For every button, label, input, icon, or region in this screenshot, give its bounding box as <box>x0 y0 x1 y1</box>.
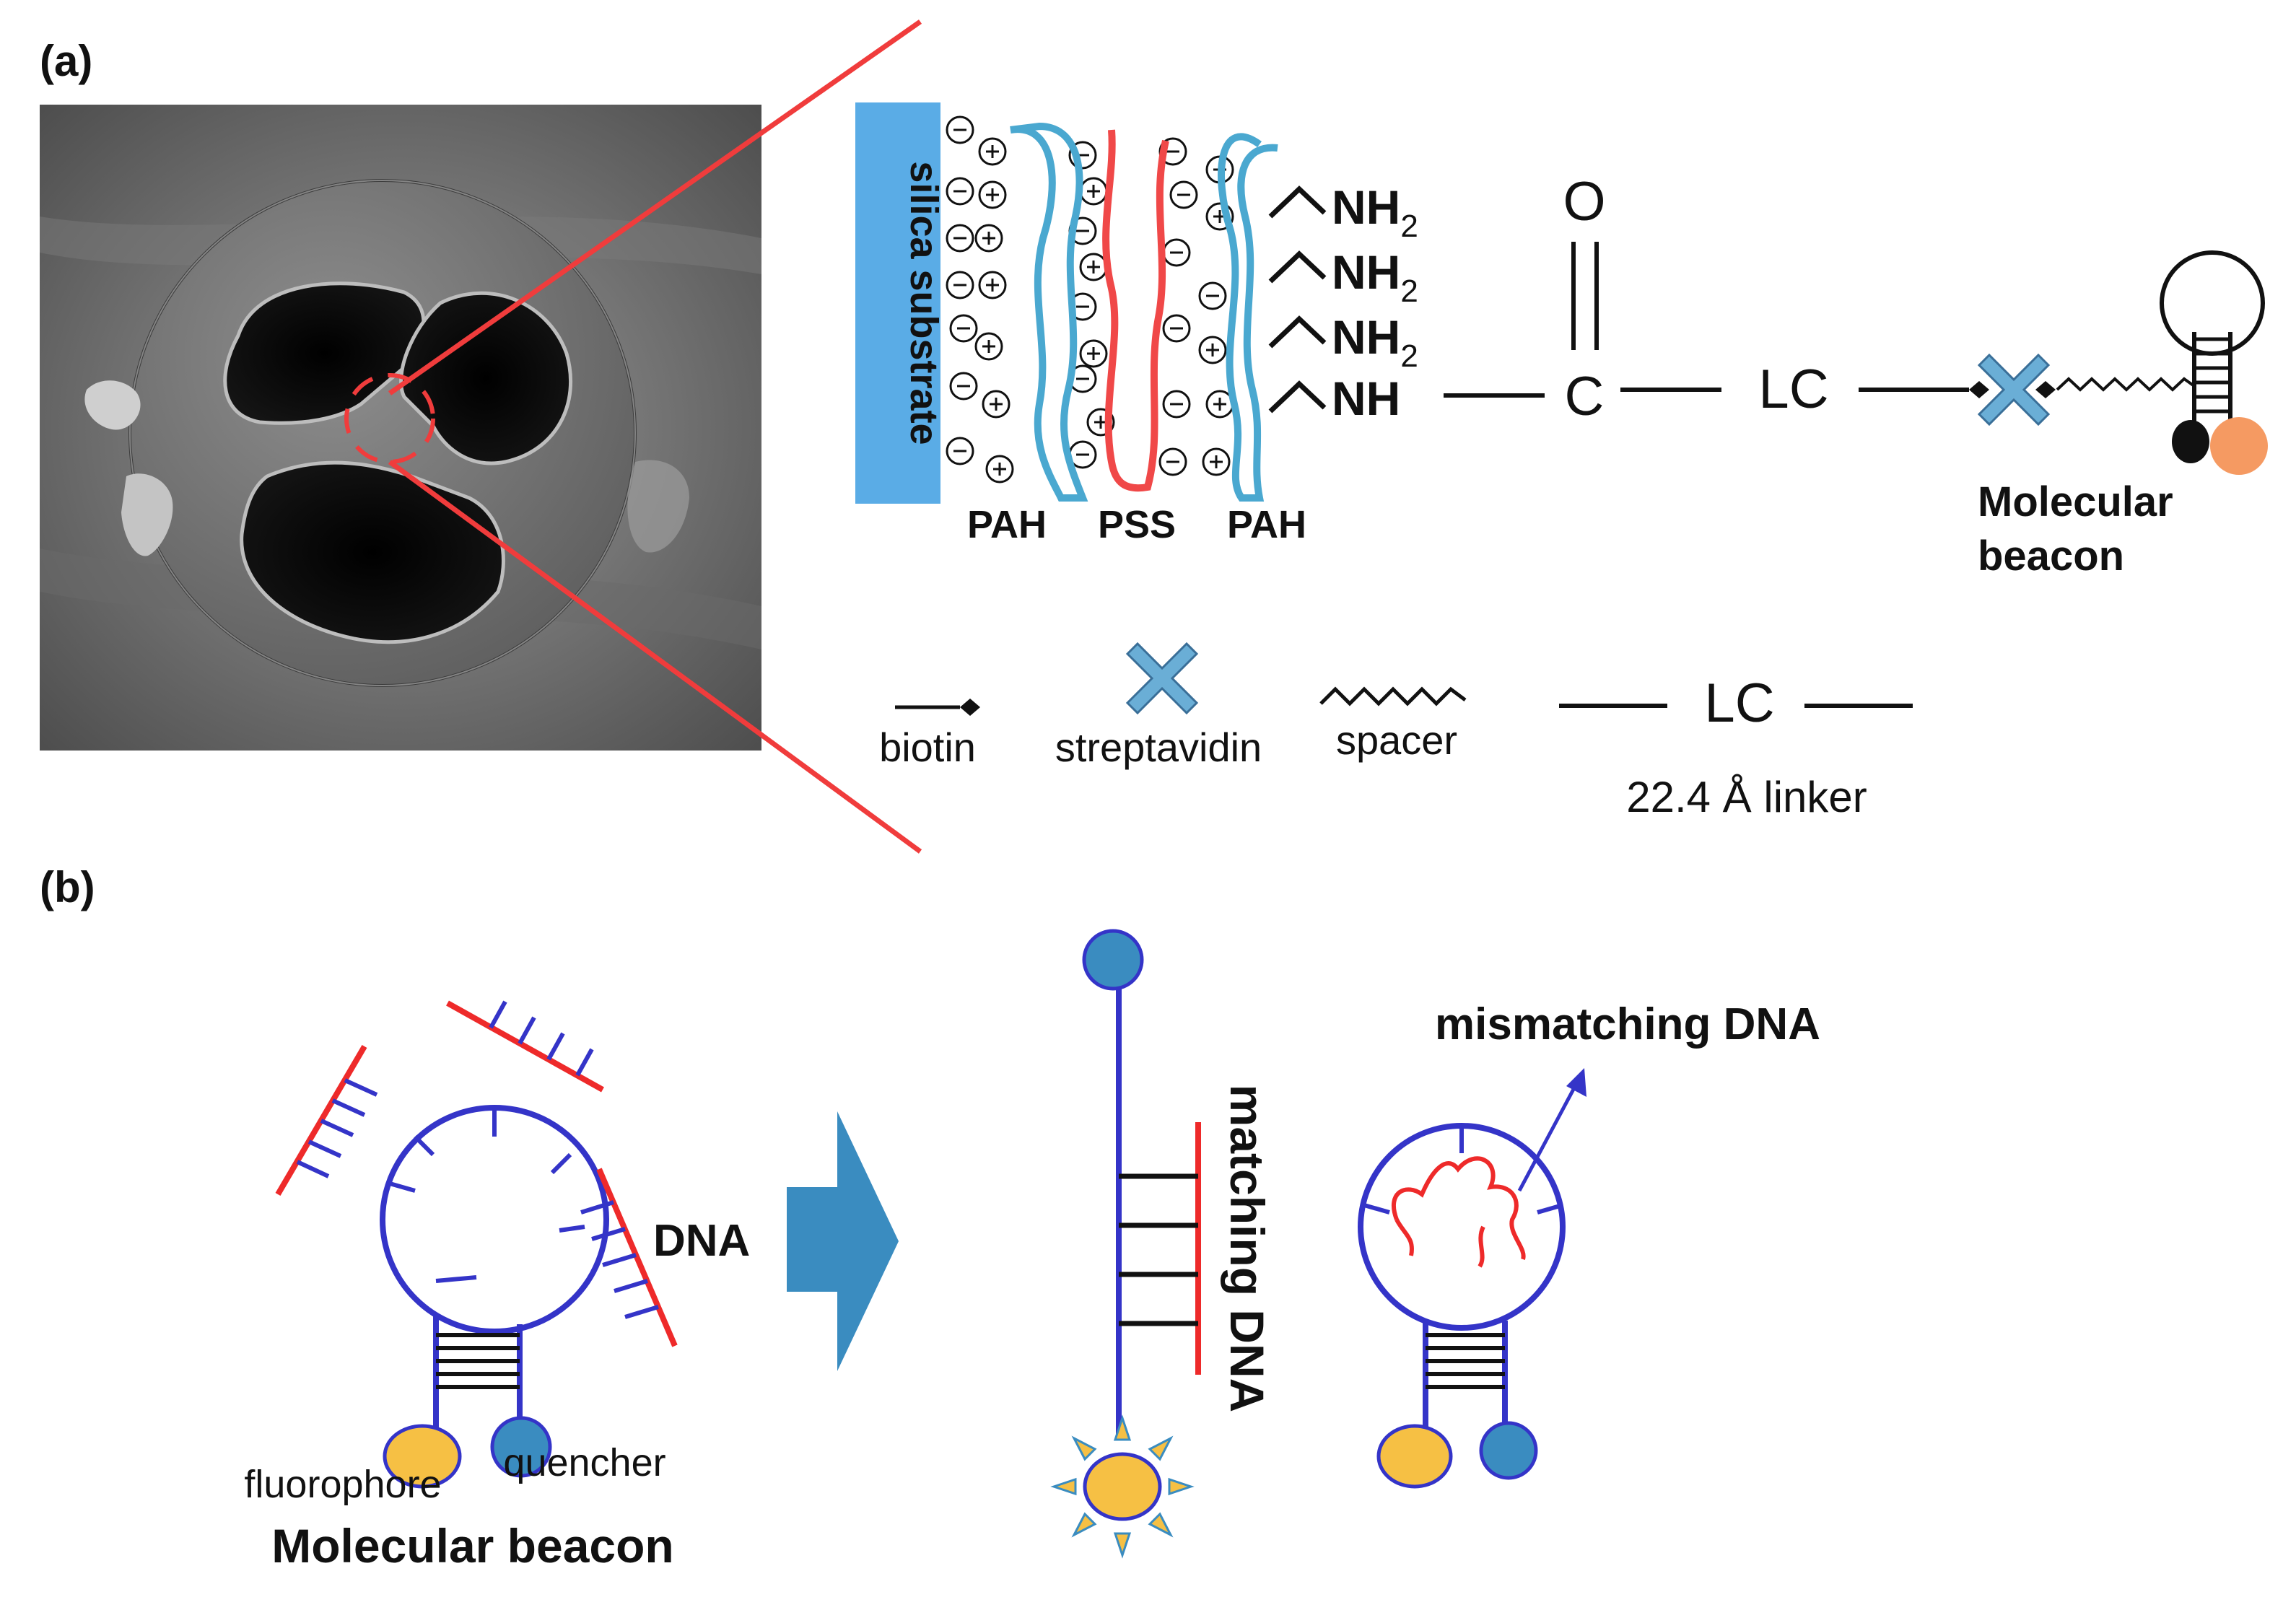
quencher-label: quencher <box>503 1441 665 1484</box>
panel-a-label: (a) <box>40 37 92 85</box>
pss-layer <box>1102 129 1169 492</box>
mismatching-dna-label: mismatching DNA <box>1435 999 1820 1049</box>
beacon-large <box>380 1105 609 1429</box>
zoom-line-top <box>388 19 922 395</box>
hybrid-base-pairs <box>1119 1173 1198 1326</box>
dna-strand-right <box>580 1168 678 1347</box>
beacon-mismatch <box>1358 1123 1566 1429</box>
layer-label-pah-1: PAH <box>967 503 1047 546</box>
nh-label: NH <box>1332 372 1400 425</box>
streptavidin-icon <box>1977 353 2051 426</box>
beacon-title: Molecular beacon <box>271 1519 674 1572</box>
matching-dna-label: matching DNA <box>1221 1085 1274 1413</box>
dna-label: DNA <box>653 1216 750 1266</box>
layer-label-pah-2: PAH <box>1227 503 1306 546</box>
lc-label: LC <box>1758 359 1828 420</box>
biotin-diamond <box>1969 381 1989 398</box>
legend-spacer-zigzag <box>1319 686 1467 706</box>
mismatch-pointer <box>1517 1081 1579 1192</box>
fluorophore-large <box>383 1424 462 1489</box>
quencher-opened <box>1082 929 1144 991</box>
beacon-large-stem <box>436 1333 520 1389</box>
silica-substrate-label: silica substrate <box>902 161 946 445</box>
dna-strand-left <box>275 1044 378 1196</box>
legend-linker-label: 22.4 Å linker <box>1626 773 1867 821</box>
legend-streptavidin-label: streptavidin <box>1055 725 1262 770</box>
layer-label-pss: PSS <box>1098 503 1176 546</box>
pah-layer-2 <box>1218 133 1278 502</box>
fluorophore-glowing-icon <box>1050 1414 1195 1559</box>
amine-label-2: NH2 <box>1332 245 1418 309</box>
legend-spacer-label: spacer <box>1336 717 1457 763</box>
silica-substrate <box>855 102 940 504</box>
mismatching-dna-strand <box>1391 1156 1526 1268</box>
transition-arrow-icon <box>787 1111 899 1371</box>
sem-fiber-image <box>40 105 761 751</box>
fluorophore-label: fluorophore <box>244 1463 441 1506</box>
carbonyl-c: C <box>1565 366 1605 427</box>
amine-label-1: NH2 <box>1332 180 1418 244</box>
mismatch-pointer-arrowhead-icon <box>1566 1068 1586 1097</box>
quencher-mismatch <box>1479 1421 1538 1480</box>
zoom-line-bottom <box>388 460 922 854</box>
legend-biotin-label: biotin <box>879 725 976 770</box>
beacon-small <box>2160 250 2268 475</box>
beacon-label-line-2: beacon <box>1978 533 2124 579</box>
amine-groups <box>1268 185 1327 414</box>
fluorophore-mismatch <box>1376 1424 1453 1489</box>
legend: biotin streptavidin spacer LC 22.4 Å lin… <box>879 642 1913 821</box>
carbonyl-o: O <box>1563 171 1605 232</box>
mismatch-stem <box>1426 1333 1505 1389</box>
dna-strand-top <box>446 1000 604 1093</box>
spacer-zigzag <box>2056 377 2196 392</box>
biotin-diamond-2 <box>2035 381 2056 398</box>
layer-charges <box>946 115 1234 484</box>
quencher-large <box>490 1416 552 1478</box>
legend-streptavidin-icon <box>1125 642 1199 715</box>
legend-lc-label: LC <box>1704 673 1774 734</box>
panel-b-label: (b) <box>40 863 95 911</box>
beacon-label-line-1: Molecular <box>1978 478 2173 525</box>
pah-layer-1 <box>1010 122 1088 502</box>
legend-biotin-diamond <box>960 699 980 716</box>
fluorophore-dot <box>2210 417 2268 475</box>
quencher-dot <box>2172 420 2209 463</box>
amine-label-3: NH2 <box>1332 310 1418 374</box>
